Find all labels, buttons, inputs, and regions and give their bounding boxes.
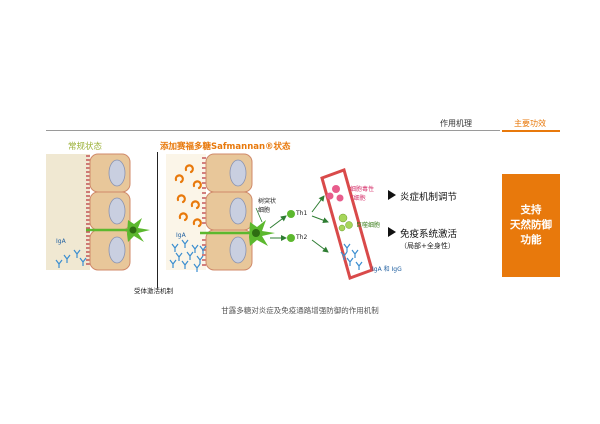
function-header-rule xyxy=(502,130,560,132)
mannan-particles xyxy=(174,164,202,228)
macrophage-label: 巨噬细胞 xyxy=(356,222,381,229)
cytotoxic-t-cell-label: 细胞毒性 T细胞 xyxy=(350,186,375,202)
epithelial-cells-right xyxy=(205,153,253,271)
iga-igg-label: IgA 和 IgG xyxy=(372,266,402,273)
mechanism-immune-activation: 免疫系统激活 xyxy=(400,229,458,240)
mechanism-header: 作用机理 xyxy=(440,119,472,128)
dendritic-cell-left xyxy=(86,218,150,242)
iga-antibodies-left xyxy=(55,249,87,268)
safmannan-state-title: 添加赛福多糖Safmannan®状态 xyxy=(160,142,291,152)
th1-label: Th1 xyxy=(296,210,308,217)
function-box: 支持 天然防御 功能 xyxy=(502,174,560,277)
panel-divider xyxy=(157,152,158,288)
iga-igg-antibodies-icon xyxy=(340,243,363,270)
function-line: 支持 xyxy=(520,204,542,216)
receptor-activation-label: 受体激活机制 xyxy=(134,287,173,295)
function-line: 功能 xyxy=(520,234,542,246)
function-header: 主要功效 xyxy=(514,119,546,128)
t-helper-pathways xyxy=(255,195,329,253)
normal-state-illustration xyxy=(46,153,150,271)
function-line: 天然防御 xyxy=(510,219,552,231)
macrophage-cells-icon xyxy=(338,213,353,232)
iga-antibodies-right xyxy=(169,239,207,272)
iga-label-right: IgA xyxy=(176,232,186,239)
th2-cell-icon xyxy=(287,234,295,242)
mechanism-immune-activation-sub: （局部+全身性） xyxy=(400,242,455,250)
figure-caption: 甘露多糖对炎症及免疫通路增强防御的作用机制 xyxy=(221,306,379,315)
header-rule xyxy=(46,130,500,131)
normal-state-title: 常规状态 xyxy=(68,142,103,152)
iga-label-left: IgA xyxy=(56,238,66,245)
epithelial-cells-left xyxy=(89,153,131,271)
gut-lumen-right xyxy=(166,154,206,270)
safmannan-state-illustration xyxy=(166,153,275,272)
dendritic-cell-label: 树突状 细胞 xyxy=(258,198,277,214)
mechanism-inflammation: 炎症机制调节 xyxy=(400,192,458,203)
gut-lumen-left xyxy=(46,154,90,270)
mechanism-arrows xyxy=(388,190,396,237)
microvilli-right xyxy=(202,157,206,266)
dendritic-cell-right xyxy=(200,220,275,246)
th1-cell-icon xyxy=(287,210,295,218)
th2-label: Th2 xyxy=(296,234,308,241)
cytotoxic-t-cells-icon xyxy=(326,185,344,202)
microvilli-left xyxy=(86,155,90,265)
blood-vessel xyxy=(320,168,374,280)
